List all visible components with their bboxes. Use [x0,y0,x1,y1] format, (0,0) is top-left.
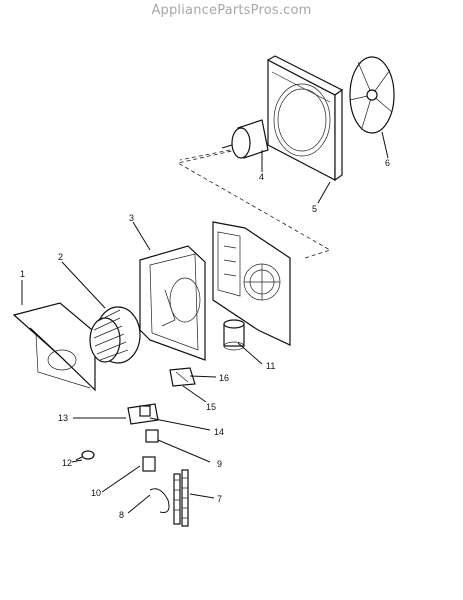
part-6-fan-blade [349,56,395,134]
callout-15: 15 [206,402,216,412]
part-15-16-clip [169,367,196,387]
callout-4: 4 [259,172,264,182]
callout-7: 7 [217,494,222,504]
callout-11: 11 [266,361,275,371]
part-7-heater [173,469,189,527]
callout-14: 14 [214,427,224,437]
part-9-knob [145,429,159,443]
callout-5: 5 [312,204,317,214]
part-11-capacitor [223,319,245,351]
part-10-relay [142,456,156,472]
callout-16: 16 [219,373,229,383]
callout-8: 8 [119,510,124,520]
leader-lines [21,131,389,514]
part-8-wire [149,488,170,513]
part-1-panel [12,302,112,392]
part-4-motor [221,119,269,159]
callout-1: 1 [20,269,25,279]
part-3-housing [139,245,206,361]
part-13-14-switch [127,403,159,425]
part-2-blower-wheel [89,306,141,364]
part-12-tie [75,450,95,461]
part-5-shroud [266,55,344,182]
assembly-guide-line [176,147,331,259]
callout-9: 9 [217,459,222,469]
callout-13: 13 [58,413,68,423]
callout-10: 10 [91,488,101,498]
callout-6: 6 [385,158,390,168]
watermark-text: AppliancePartsPros.com [151,3,312,18]
callout-12: 12 [62,458,72,468]
callout-2: 2 [58,252,63,262]
callout-3: 3 [129,213,134,223]
assembly-guide-line [179,149,231,161]
fan-bracket-plate [212,221,291,346]
